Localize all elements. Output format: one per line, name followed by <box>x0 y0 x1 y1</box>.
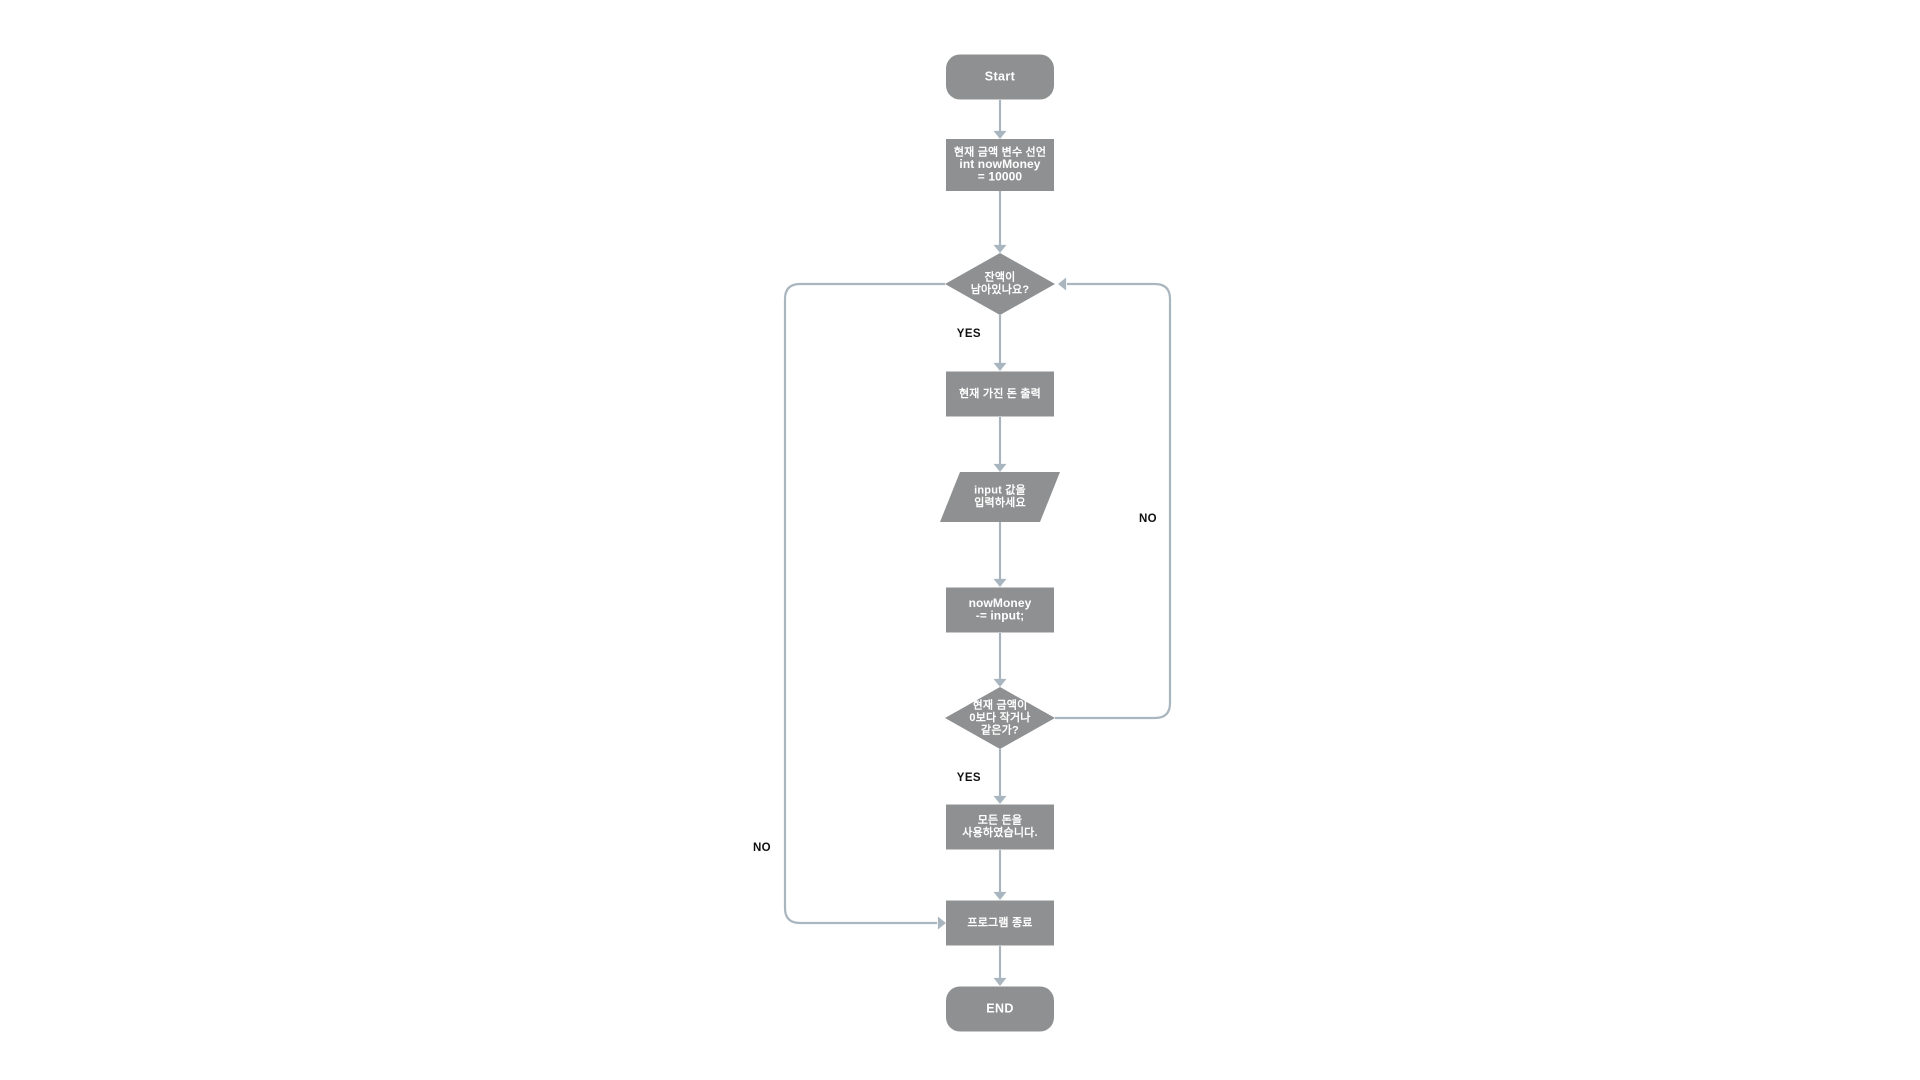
edge-check-no-loop-back <box>1055 277 1172 720</box>
node-label-line: input 값을 <box>974 484 1026 497</box>
node-shape-terminator <box>946 986 1054 1032</box>
edge-has-balance-no-to-program-end <box>783 282 946 930</box>
node-shape-process <box>946 587 1054 633</box>
arrow-head-icon <box>993 795 1007 804</box>
node-label-line: nowMoney <box>969 596 1032 610</box>
arrow-head-icon <box>1058 277 1067 291</box>
edge-input-to-subtract <box>993 522 1007 587</box>
node-label-line: 현재 가진 돈 출력 <box>959 386 1041 400</box>
node-label-line: END <box>986 1001 1014 1015</box>
connector-line <box>783 282 945 925</box>
node-shape-decision <box>945 687 1055 749</box>
edge-print-to-input <box>993 417 1007 472</box>
edge-subtract-to-check <box>993 633 1007 687</box>
branch-label-no-exit: NO <box>753 842 771 854</box>
flow-node-print-money[interactable]: 현재 가진 돈 출력 <box>946 371 1054 417</box>
flow-node-end[interactable]: END <box>946 986 1054 1032</box>
connectors-layer <box>783 100 1172 986</box>
node-label-line: 0보다 작거나 <box>969 710 1030 724</box>
arrow-head-icon <box>993 130 1007 139</box>
node-label-line: Start <box>985 69 1016 83</box>
branch-labels-layer: YES YES NO NO <box>753 328 1157 854</box>
arrow-head-icon <box>993 678 1007 687</box>
edge-check-yes-to-all-spent <box>993 749 1007 804</box>
node-label-line: 프로그램 종료 <box>967 915 1032 929</box>
connector-line <box>1055 282 1172 720</box>
edge-start-to-declare <box>993 100 1007 139</box>
node-shape-decision <box>945 253 1055 315</box>
node-shape-process <box>946 371 1054 417</box>
node-shape-process <box>946 139 1054 191</box>
node-shape-terminator <box>946 54 1054 100</box>
arrow-head-icon <box>937 916 946 930</box>
node-label-line: 사용하였습니다. <box>962 825 1038 839</box>
flow-node-subtract[interactable]: nowMoney-= input; <box>946 587 1054 633</box>
node-label-line: -= input; <box>976 608 1025 622</box>
node-label-line: 현재 금액 변수 선언 <box>954 144 1046 158</box>
node-label-line: 같은가? <box>981 722 1019 736</box>
branch-label-yes-is-zero: YES <box>957 772 981 784</box>
arrow-head-icon <box>993 362 1007 371</box>
branch-label-yes-has-balance: YES <box>957 328 981 340</box>
node-label-line: 잔액이 <box>985 270 1016 284</box>
arrow-head-icon <box>993 891 1007 900</box>
arrow-head-icon <box>993 463 1007 472</box>
edge-program-end-to-end <box>993 946 1007 986</box>
node-shape-process <box>946 900 1054 946</box>
edge-all-spent-to-program-end <box>993 850 1007 900</box>
node-shape-input <box>940 472 1060 522</box>
edge-declare-to-has-balance <box>993 191 1007 253</box>
node-label-line: 남아있나요? <box>971 282 1030 296</box>
node-label-line: 입력하세요 <box>974 495 1026 509</box>
branch-label-no-loop-back: NO <box>1139 513 1157 525</box>
node-label-line: int nowMoney <box>959 157 1040 171</box>
node-label-line: 현재 금액이 <box>973 697 1028 711</box>
arrow-head-icon <box>993 977 1007 986</box>
edge-has-balance-yes-to-print <box>993 315 1007 371</box>
arrow-head-icon <box>993 244 1007 253</box>
flow-node-program-end[interactable]: 프로그램 종료 <box>946 900 1054 946</box>
arrow-head-icon <box>993 578 1007 587</box>
node-label-line: = 10000 <box>978 170 1023 184</box>
node-label-line: 모든 돈을 <box>978 814 1023 827</box>
node-shape-process <box>946 804 1054 850</box>
flow-node-start[interactable]: Start <box>946 54 1054 100</box>
